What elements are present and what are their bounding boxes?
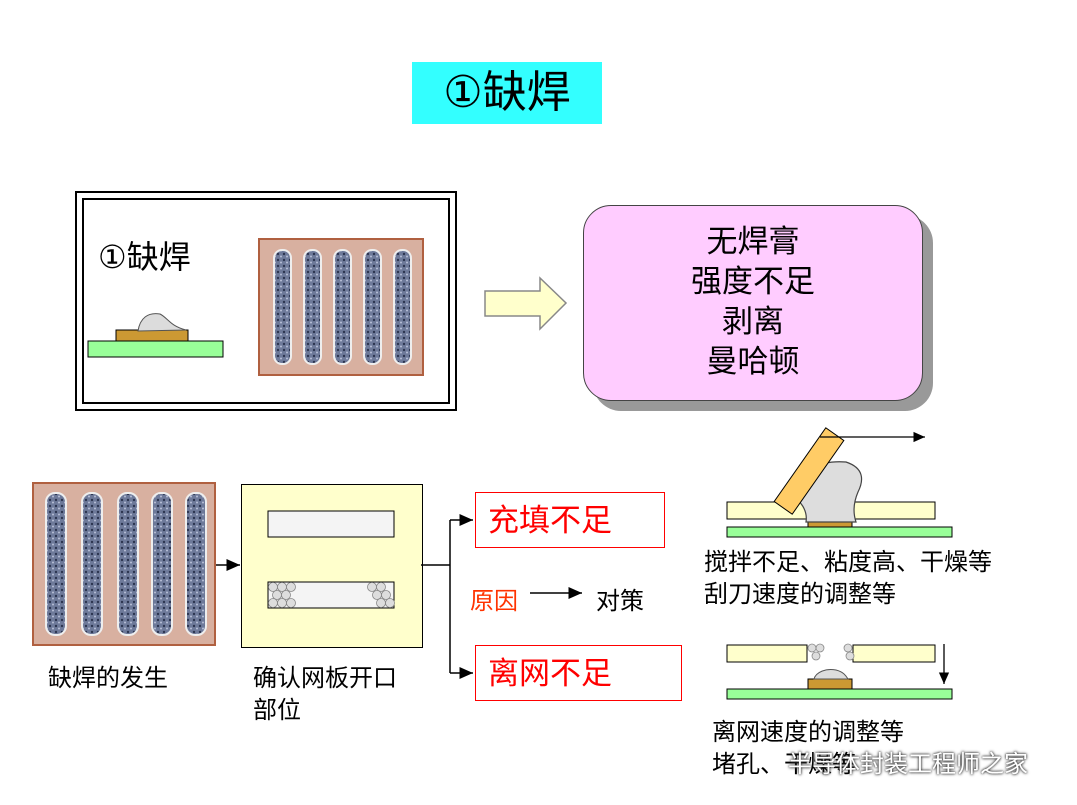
panel-inner-frame (82, 198, 450, 404)
confirm-caption-line2: 部位 (253, 696, 301, 724)
measure-fill-line2: 刮刀速度的调整等 (704, 580, 896, 608)
watermark: 半导体封装工程师之家 (788, 750, 1028, 778)
consequence-item: 强度不足 (691, 264, 815, 300)
panel-title: ①缺焊 (98, 238, 191, 276)
measure-fill-line1: 搅拌不足、粘度高、干燥等 (704, 548, 992, 576)
legend-measure-label: 对策 (596, 587, 644, 615)
solder-joint-illustration (87, 313, 224, 358)
defect-photo-top (258, 238, 424, 376)
stencil-release-illustration (726, 643, 953, 700)
result-arrow (484, 276, 568, 331)
confirm-caption-line1: 确认网板开口 (253, 664, 397, 692)
cause-fill-box: 充填不足 (475, 492, 665, 548)
legend-cause-label: 原因 (470, 587, 518, 615)
consequence-item: 剥离 (722, 304, 784, 340)
occurrence-caption: 缺焊的发生 (48, 664, 168, 692)
page-title: ①缺焊 (412, 62, 602, 124)
squeegee-illustration (726, 427, 953, 538)
consequence-item: 无焊膏 (706, 224, 800, 260)
stencil-opening-ok (267, 510, 395, 538)
measure-release-line2: 堵孔、干燥等 (712, 750, 856, 778)
measure-release-line1: 离网速度的调整等 (712, 718, 904, 746)
consequence-item: 曼哈顿 (706, 344, 800, 380)
consequence-box: 无焊膏 强度不足 剥离 曼哈顿 (583, 205, 923, 401)
defect-photo-bottom (32, 482, 216, 646)
branch-connector (421, 514, 473, 679)
clogged-paste-particles (268, 582, 395, 608)
cause-release-box: 离网不足 (475, 645, 682, 701)
panel-outer-frame (75, 191, 457, 411)
